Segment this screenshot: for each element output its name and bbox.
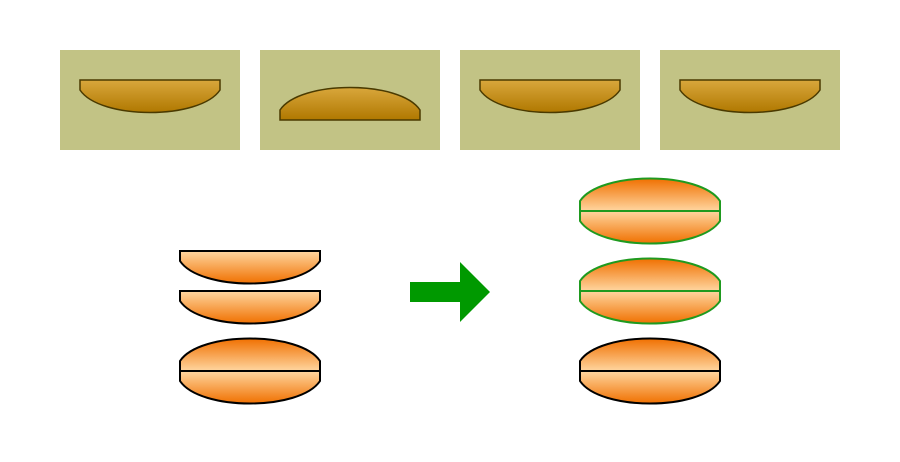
queue-tile xyxy=(60,50,240,150)
queue-tile xyxy=(460,50,640,150)
dome-piece-icon xyxy=(279,86,421,121)
bowl-piece-icon xyxy=(679,79,821,114)
bowl-piece xyxy=(179,290,321,325)
piece-queue xyxy=(60,50,840,150)
lens-top-half xyxy=(579,337,721,372)
right-arrow-icon xyxy=(410,262,490,322)
lens-piece xyxy=(579,177,721,245)
lens-top-half xyxy=(579,177,721,212)
queue-tile xyxy=(660,50,840,150)
lens-piece xyxy=(579,257,721,325)
queue-tile xyxy=(260,50,440,150)
bowl-piece-icon xyxy=(479,79,621,114)
lens-top-half xyxy=(579,257,721,292)
lens-bottom-half xyxy=(579,290,721,325)
lens-piece xyxy=(179,337,321,405)
lens-bottom-half xyxy=(579,210,721,245)
stack-before xyxy=(179,250,321,405)
lens-bottom-half xyxy=(579,370,721,405)
lens-top-half xyxy=(179,337,321,372)
stack-after xyxy=(579,177,721,405)
lens-bottom-half xyxy=(179,370,321,405)
bowl-piece xyxy=(179,250,321,285)
lens-piece xyxy=(579,337,721,405)
bowl-piece-icon xyxy=(79,79,221,114)
transition-arrow xyxy=(410,262,490,322)
